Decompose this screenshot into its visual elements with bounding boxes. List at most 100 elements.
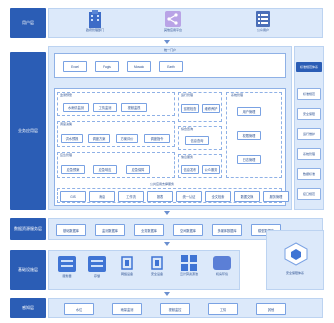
support-title: 公共应用支撑服务 — [150, 182, 175, 186]
flow-arrow — [164, 292, 170, 296]
sense-chip[interactable]: 视频监控 — [160, 303, 190, 315]
infra-layer-band — [48, 250, 240, 290]
list-icon — [256, 11, 270, 27]
sense-chip[interactable]: 水位 — [64, 303, 94, 315]
sense-chip[interactable]: 其他 — [256, 303, 286, 315]
app-chip[interactable]: 公众服务 — [202, 165, 220, 174]
support-chip[interactable]: 数据交换 — [234, 191, 260, 202]
flow-arrow — [164, 242, 170, 246]
row-label-app: 业务应用层 — [10, 52, 46, 210]
support-chip[interactable]: 统一认证 — [176, 191, 202, 202]
infra-item-room: 机房环境 — [208, 254, 236, 286]
app-group-info: 信息服务 信息发布 公众服务 — [178, 154, 222, 178]
support-chips: GIS 消息 工作流 报表 统一认证 全文检索 数据交换 服务管理 — [60, 191, 289, 202]
app-chip[interactable]: 信息发布 — [181, 165, 199, 174]
user-item-label: 政府管理部门 — [85, 28, 104, 32]
user-item-label: 公众用户 — [256, 28, 269, 32]
standards-item[interactable]: 系统管理 — [297, 148, 321, 160]
share-icon — [165, 11, 181, 27]
infra-item-network: 网络设备 — [114, 254, 140, 286]
building-icon — [89, 10, 101, 28]
app-chip[interactable]: 维修养护 — [202, 104, 220, 113]
standards-item[interactable]: 接口规范 — [297, 188, 321, 200]
standards-item[interactable]: 安全保障 — [297, 108, 321, 120]
infra-label: 云计算资源池 — [179, 272, 198, 276]
row-label-infra: 基础设施层 — [10, 250, 46, 290]
flow-arrow — [164, 211, 170, 215]
infra-item-pool: 云计算资源池 — [174, 254, 204, 286]
app-group-query: 综合查询 信息查询 — [178, 126, 222, 150]
app-group-emergency: 应急管理 应急预案 应急响应 应急保障 — [57, 152, 175, 178]
app-chip[interactable]: 应急响应 — [93, 165, 117, 174]
support-chip[interactable]: 全文检索 — [205, 191, 231, 202]
infra-label: 服务器 — [62, 274, 72, 278]
user-item-platform: 其他应用平台 — [158, 10, 188, 37]
data-chip[interactable]: 多媒体数据库 — [212, 224, 242, 236]
user-item-label: 其他应用平台 — [163, 28, 182, 32]
row-label-sense: 感知层 — [10, 298, 46, 318]
data-chips: 基础数据库 监测数据库 业务数据库 空间数据库 多媒体数据库 模型数据库 — [56, 224, 281, 236]
group-title: 系统管理 — [231, 93, 244, 97]
row-label-user: 用户层 — [10, 8, 46, 38]
chip-icon — [121, 256, 133, 270]
group-title: 调度决策 — [60, 122, 73, 126]
app-chip[interactable]: 调度方案 — [88, 134, 110, 143]
app-chip[interactable]: 洪水预报 — [61, 134, 83, 143]
infra-label: 安全设备 — [150, 272, 163, 276]
app-group-ops: 运行管理 巡视检查 维修养护 — [178, 92, 222, 122]
portal-box: Excel Fagis Mosaic Earth — [54, 53, 286, 78]
standards-item[interactable]: 数据标准 — [297, 168, 321, 180]
group-title: 运行管理 — [181, 93, 194, 97]
support-chip[interactable]: GIS — [60, 191, 86, 202]
app-chip[interactable]: 日志管理 — [237, 155, 261, 164]
support-chip[interactable]: 消息 — [89, 191, 115, 202]
standards-item[interactable]: 标准规范 — [297, 88, 321, 100]
infra-item-storage: 存储 — [84, 254, 110, 286]
infra-label: 存储 — [93, 274, 100, 278]
row-label-data: 数据资源服务层 — [10, 218, 46, 240]
portal-chip[interactable]: Mosaic — [127, 61, 151, 72]
sense-chip[interactable]: 雨量监测 — [112, 303, 142, 315]
data-chip[interactable]: 基础数据库 — [56, 224, 86, 236]
group-title: 监测预警 — [60, 93, 73, 97]
app-chip[interactable]: 调度指令 — [144, 134, 170, 143]
infra-item-server: 服务器 — [54, 254, 80, 286]
sense-chips: 水位 雨量监测 视频监控 工情 其他 — [64, 303, 286, 315]
app-group-system: 系统管理 用户管理 权限管理 日志管理 — [226, 92, 282, 178]
cloud-icon — [213, 256, 231, 270]
app-group-dispatch: 调度决策 洪水预报 调度方案 方案评价 调度指令 — [57, 121, 175, 147]
app-chip[interactable]: 方案评价 — [116, 134, 138, 143]
app-group-monitor: 监测预警 水雨情监测 工情监测 视频监视 — [57, 92, 175, 116]
app-chip[interactable]: 应急预案 — [61, 165, 85, 174]
user-item-public: 公众用户 — [250, 10, 276, 37]
security-box: 安全保障体系 — [266, 230, 324, 290]
group-title: 应急管理 — [60, 153, 73, 157]
support-chip[interactable]: 服务管理 — [263, 191, 289, 202]
support-chip[interactable]: 工作流 — [118, 191, 144, 202]
support-chip[interactable]: 报表 — [147, 191, 173, 202]
chip-icon — [151, 256, 163, 270]
sense-chip[interactable]: 工情 — [208, 303, 238, 315]
portal-chip[interactable]: Earth — [159, 61, 183, 72]
grid-icon — [181, 255, 197, 271]
app-chip[interactable]: 视频监视 — [121, 103, 147, 112]
app-chip[interactable]: 权限管理 — [237, 131, 261, 140]
group-title: 信息服务 — [181, 155, 194, 159]
standards-item[interactable]: 运行维护 — [297, 128, 321, 140]
data-chip[interactable]: 空间数据库 — [173, 224, 203, 236]
data-chip[interactable]: 业务数据库 — [134, 224, 164, 236]
data-chip[interactable]: 监测数据库 — [95, 224, 125, 236]
app-chip[interactable]: 用户管理 — [237, 107, 261, 116]
app-chip[interactable]: 信息查询 — [185, 136, 209, 145]
app-chip[interactable]: 工情监测 — [93, 103, 117, 112]
portal-chip[interactable]: Excel — [63, 61, 87, 72]
infra-label: 网络设备 — [120, 272, 133, 276]
app-chip[interactable]: 水雨情监测 — [63, 103, 89, 112]
app-chip[interactable]: 巡视检查 — [181, 104, 199, 113]
portal-chip[interactable]: Fagis — [95, 61, 119, 72]
user-item-gov: 政府管理部门 — [80, 10, 110, 37]
flow-arrow — [164, 40, 170, 44]
server-icon — [58, 256, 76, 272]
standards-title: 标准规范体系 — [296, 62, 322, 72]
app-chip[interactable]: 应急保障 — [126, 165, 150, 174]
